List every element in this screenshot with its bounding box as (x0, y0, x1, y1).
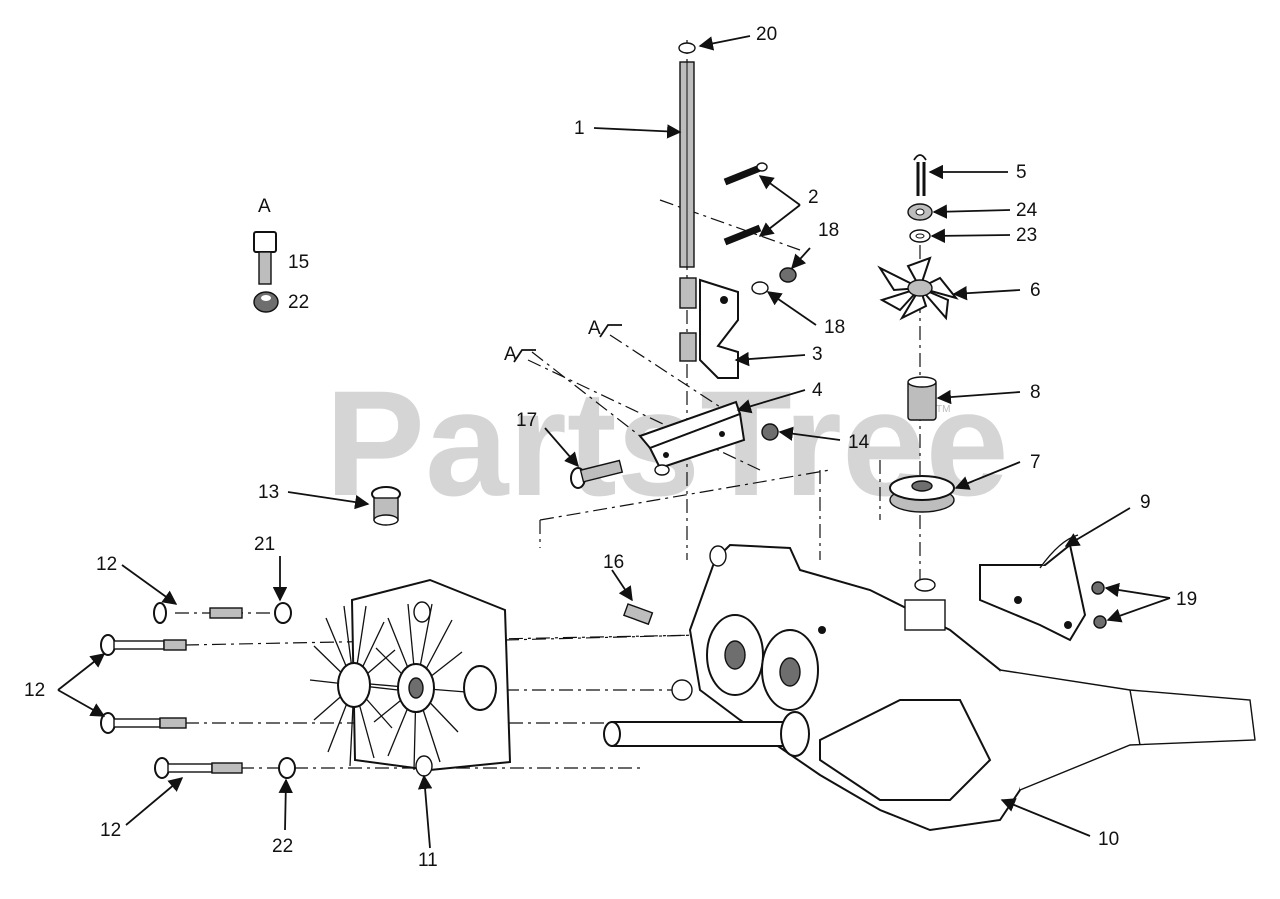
part-10-transaxle-housing (603, 543, 1256, 832)
callout-16: 15 (288, 252, 309, 273)
part-2-roll-pins (723, 162, 768, 246)
part-21-washer (751, 281, 769, 295)
part-18-washers (274, 602, 296, 779)
view-marker-a: A (258, 196, 271, 217)
part-15-set-screw (622, 603, 654, 626)
fan-left (309, 605, 399, 767)
callout-4: 4 (812, 380, 823, 401)
part-3-shift-bracket (679, 277, 739, 379)
callout-21: 18 (824, 317, 845, 338)
part-20-bolt (570, 459, 670, 489)
leader-lines (57, 35, 1171, 849)
part-22-nuts-lower (1091, 581, 1107, 629)
callout-22-lower: 19 (1176, 589, 1197, 610)
callout-10: 10 (1098, 829, 1119, 850)
callout-1: 1 (574, 118, 585, 139)
part-1-shift-shaft (678, 42, 696, 268)
callout-23: 23 (1016, 225, 1037, 246)
callout-5: 5 (1016, 162, 1027, 183)
callout-2: 2 (808, 187, 819, 208)
callout-22-upper: 18 (818, 220, 839, 241)
part-11-cover-assembly (309, 578, 512, 777)
callout-20: 17 (516, 410, 537, 431)
part-8-bushing (907, 376, 937, 421)
part-13-plug (371, 486, 401, 526)
callout-24: 24 (1016, 200, 1038, 221)
part-9-mounting-bracket (979, 534, 1087, 642)
callout-15: 16 (603, 552, 624, 573)
callout-14: 14 (848, 432, 870, 453)
callout-6: 6 (1030, 280, 1041, 301)
watermark-trademark: TM (936, 404, 950, 415)
callout-7: 7 (1030, 452, 1041, 473)
section-marker-a-left: A (504, 344, 517, 365)
part-5-cotter-pin (913, 154, 927, 196)
part-22-nut-upper (779, 267, 797, 283)
callout-12-top: 12 (96, 554, 117, 575)
part-24-washer (907, 203, 933, 221)
callout-12-middle: 12 (24, 680, 45, 701)
callout-18-top: 21 (254, 534, 275, 555)
callout-3: 3 (812, 344, 823, 365)
callout-18-bottom: 22 (272, 836, 293, 857)
callout-19: 20 (756, 24, 777, 45)
part-12-bolts (100, 602, 243, 779)
callout-labels: 20 1 2 18 18 3 4 14 17 5 24 23 6 8 7 9 1… (24, 24, 1197, 871)
part-23-washer (909, 229, 931, 243)
callout-8: 8 (1030, 382, 1041, 403)
callout-17: 22 (288, 292, 309, 313)
fan-right (369, 603, 467, 771)
part-7-pulley (889, 475, 955, 513)
part-16-bolt (253, 231, 277, 285)
part-17-nut (253, 291, 279, 313)
callout-11: 11 (418, 850, 438, 871)
callout-9: 9 (1140, 492, 1151, 513)
callout-12-bottom: 12 (100, 820, 121, 841)
callout-13: 13 (258, 482, 279, 503)
part-6-cooling-fan (877, 256, 959, 321)
part-4-shift-plate (638, 400, 746, 470)
section-marker-a-right: A (588, 318, 601, 339)
part-14-nut (761, 423, 779, 441)
